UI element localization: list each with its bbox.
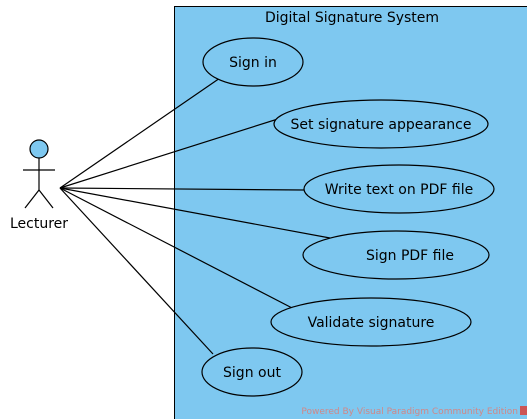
watermark-logo-icon <box>520 406 527 415</box>
use-case-ellipse <box>273 99 489 149</box>
use-case-label: Validate signature <box>308 315 435 331</box>
use-case-ellipse <box>302 230 490 280</box>
use-case-sign-in: Sign in <box>202 37 304 87</box>
association-sign-out <box>59 187 214 355</box>
associations <box>59 77 331 355</box>
use-case-write-text-on-pdf-file: Write text on PDF file <box>303 164 495 214</box>
use-case-label: Sign out <box>223 365 281 381</box>
association-sign-in <box>59 77 221 189</box>
system-title: Digital Signature System <box>265 10 439 26</box>
actor-name: Lecturer <box>10 216 68 232</box>
actor-right-leg <box>38 189 54 209</box>
use-case-ellipse <box>303 164 495 214</box>
watermark-text: Powered By Visual Paradigm Community Edi… <box>301 407 518 417</box>
association-set-signature-appearance <box>59 117 282 189</box>
actor-lecturer: Lecturer <box>10 139 68 232</box>
association-write-text-on-pdf-file <box>59 187 305 191</box>
actor-left-leg <box>24 189 40 209</box>
use-case-label: Set signature appearance <box>291 117 472 133</box>
use-case-ellipse <box>202 37 304 87</box>
association-validate-signature <box>59 187 297 311</box>
use-case-set-signature-appearance: Set signature appearance <box>273 99 489 149</box>
association-sign-pdf-file <box>59 187 331 239</box>
use-case-label: Sign in <box>229 55 277 71</box>
use-case-label: Sign PDF file <box>366 248 454 264</box>
use-case-sign-out: Sign out <box>201 347 303 397</box>
use-case-ellipse <box>270 297 472 347</box>
actor-head-icon <box>29 139 49 159</box>
use-case-validate-signature: Validate signature <box>270 297 472 347</box>
use-case-sign-pdf-file: Sign PDF file <box>302 230 490 280</box>
use-case-ellipse <box>201 347 303 397</box>
use-case-label: Write text on PDF file <box>325 182 473 198</box>
